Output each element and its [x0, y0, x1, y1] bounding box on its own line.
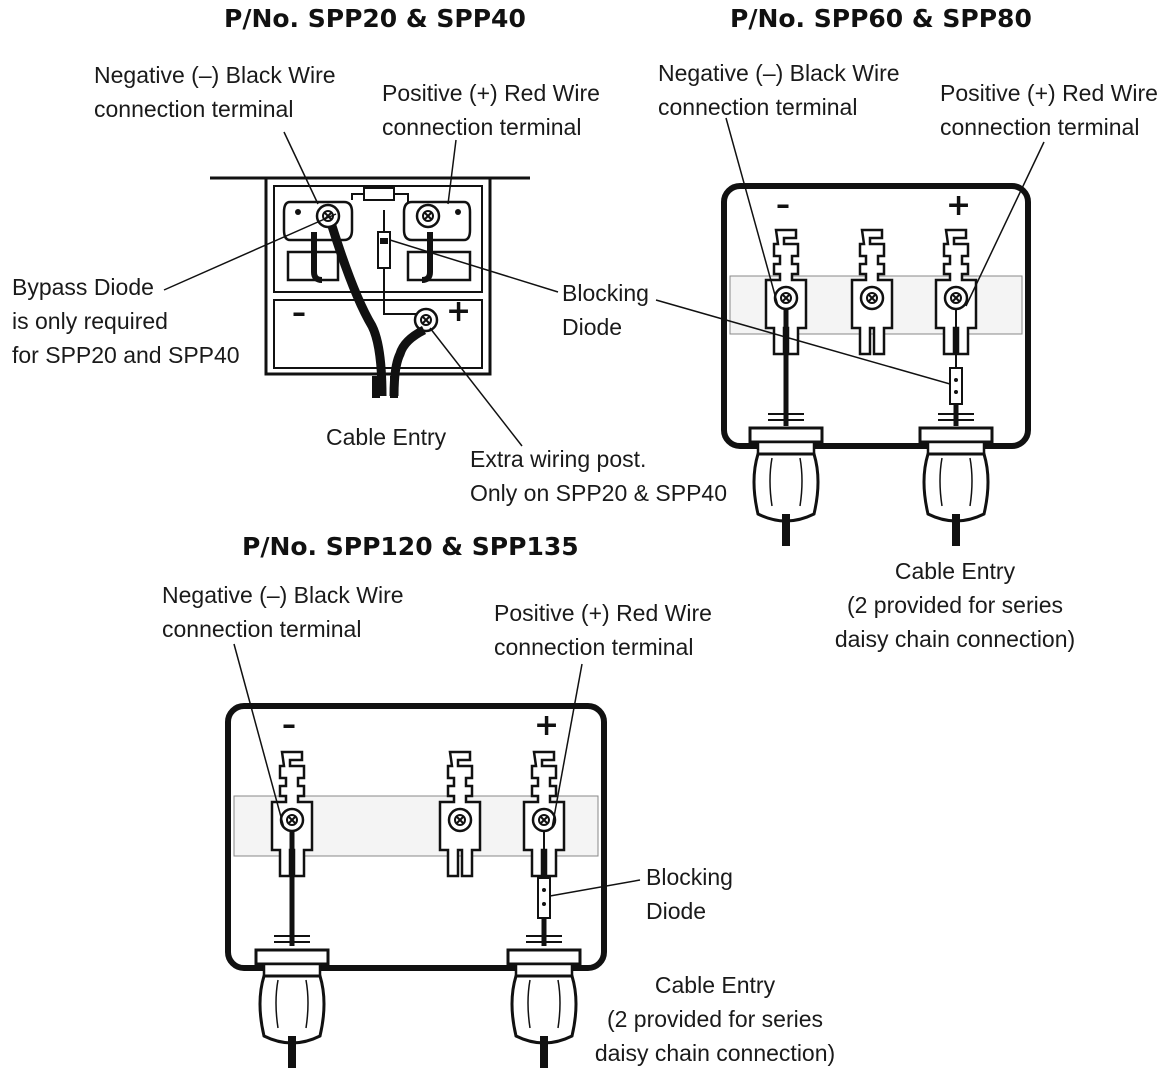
spp60-positive-label: Positive (+) Red Wire connection termina…: [940, 80, 1158, 140]
spp20-bypass-diode-label: Bypass Diode is only required for SPP20 …: [12, 274, 240, 368]
spp120-positive-label: Positive (+) Red Wire connection termina…: [494, 600, 712, 660]
spp60-cable-entry-label: Cable Entry (2 provided for series daisy…: [834, 558, 1076, 652]
spp20-positive-label: Positive (+) Red Wire connection termina…: [382, 80, 600, 140]
spp60-title: P/No. SPP60 & SPP80: [730, 4, 1032, 33]
spp120-blocking-diode-label: Blocking Diode: [646, 864, 733, 924]
spp60-negative-label: Negative (–) Black Wire connection termi…: [658, 60, 900, 120]
spp20-negative-label: Negative (–) Black Wire connection termi…: [94, 62, 336, 122]
spp120-cable-entry-label: Cable Entry (2 provided for series daisy…: [594, 972, 836, 1066]
spp20-cable-entry-label: Cable Entry: [326, 424, 447, 450]
spp60-junction-box: [655, 117, 1045, 546]
spp20-blocking-diode-label: Blocking Diode: [562, 280, 649, 340]
spp120-title: P/No. SPP120 & SPP135: [242, 532, 579, 561]
spp120-plus-sign: +: [534, 708, 560, 743]
spp20-plus-sign: +: [446, 294, 472, 329]
spp120-negative-label: Negative (–) Black Wire connection termi…: [162, 582, 404, 642]
spp60-plus-sign: +: [946, 188, 972, 223]
spp60-minus-sign: –: [776, 188, 790, 221]
spp20-junction-box: [163, 131, 559, 447]
spp20-minus-sign: –: [292, 296, 306, 329]
spp20-extra-post-label: Extra wiring post. Only on SPP20 & SPP40: [470, 446, 727, 506]
spp120-junction-box: [225, 643, 641, 1068]
spp120-minus-sign: –: [282, 708, 296, 741]
spp20-title: P/No. SPP20 & SPP40: [224, 4, 526, 33]
